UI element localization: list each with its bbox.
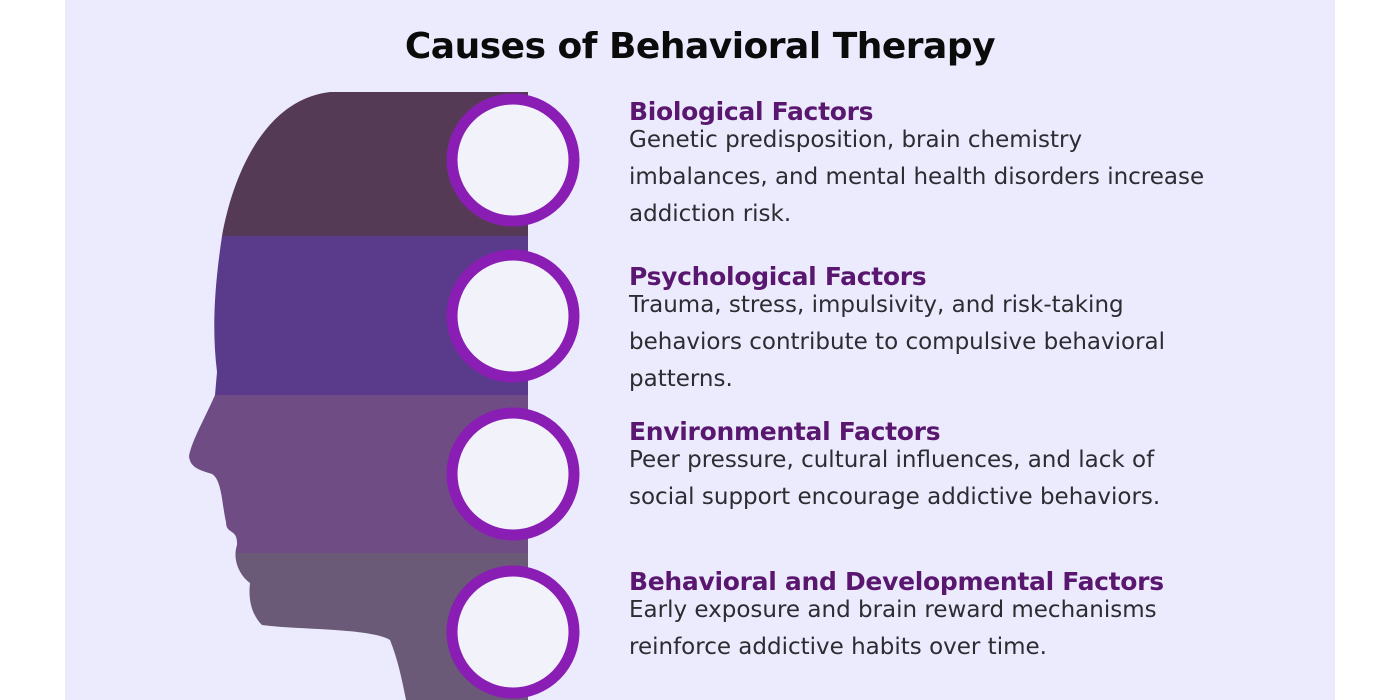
factor-behavioral-developmental: Behavioral and Developmental Factors Ear…	[629, 568, 1229, 666]
factor-heading: Psychological Factors	[629, 262, 927, 291]
factor-psychological: Psychological Factors Trauma, stress, im…	[629, 263, 1229, 398]
factor-heading: Environmental Factors	[629, 417, 941, 446]
factor-description: Early exposure and brain reward mechanis…	[629, 597, 1157, 660]
factor-biological: Biological Factors Genetic predispositio…	[629, 98, 1229, 233]
ring-markers	[446, 93, 580, 699]
factor-heading: Behavioral and Developmental Factors	[629, 567, 1164, 596]
factor-description: Genetic predisposition, brain chemistry …	[629, 127, 1205, 227]
factor-heading: Biological Factors	[629, 97, 874, 126]
page-title: Causes of Behavioral Therapy	[404, 26, 996, 67]
factor-description: Trauma, stress, impulsivity, and risk-ta…	[629, 292, 1166, 392]
factor-environmental: Environmental Factors Peer pressure, cul…	[629, 418, 1229, 516]
factor-description: Peer pressure, cultural influences, and …	[629, 447, 1161, 510]
